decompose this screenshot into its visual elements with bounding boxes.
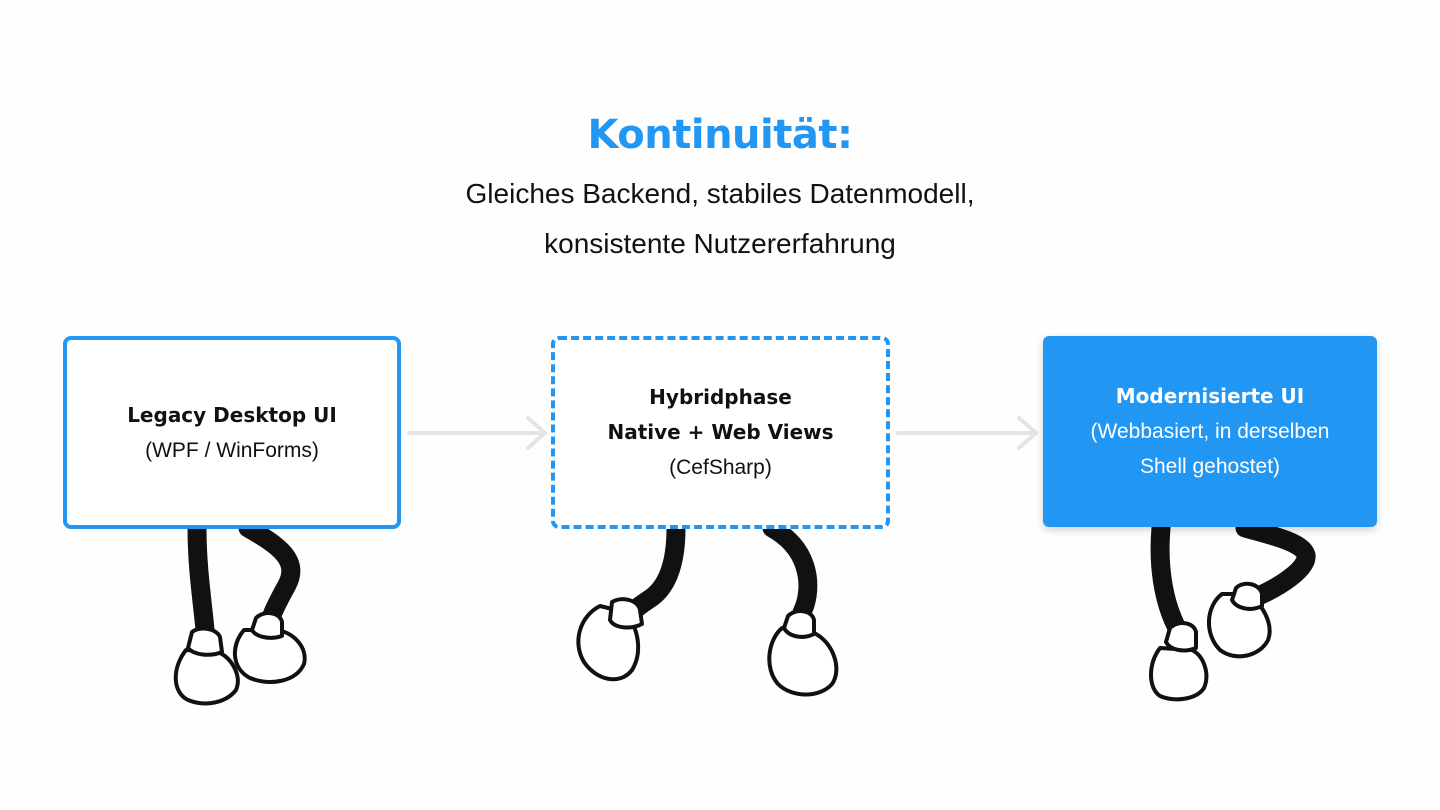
shoe-3a <box>1149 646 1209 702</box>
shoe-1a <box>173 648 240 706</box>
subtitle-line-2: konsistente Nutzererfahrung <box>544 228 896 259</box>
stage-detail-line-2: Shell gehostet) <box>1139 455 1281 478</box>
stage-detail: (WPF / WinForms) <box>145 438 319 462</box>
stage-detail: (CefSharp) <box>669 456 772 479</box>
shoe-2b <box>767 626 839 697</box>
arrow-right-icon <box>407 416 547 450</box>
stage-subtitle: Native + Web Views <box>607 420 834 444</box>
stage-title: Modernisierte UI <box>1115 384 1305 408</box>
stage-title: Legacy Desktop UI <box>127 402 337 427</box>
stage-hybrid-phase: Hybridphase Native + Web Views (CefSharp… <box>551 336 890 529</box>
stage-title: Hybridphase <box>649 385 792 409</box>
cuff-3b <box>1230 581 1264 611</box>
subtitle-line-1: Gleiches Backend, stabiles Datenmodell, <box>465 178 975 209</box>
shoe-1b <box>232 628 307 684</box>
stage-modernized-ui: Modernisierte UI (Webbasiert, in derselb… <box>1043 336 1377 527</box>
cuff-1b <box>250 611 284 640</box>
leg-left-3 <box>1150 518 1188 640</box>
diagram-title: Kontinuität: <box>587 112 853 158</box>
leg-left-1 <box>187 518 216 650</box>
leg-right-3 <box>1235 518 1316 608</box>
cuff-2a <box>608 597 644 630</box>
stage-detail-line-1: (Webbasiert, in derselben <box>1090 420 1330 443</box>
cuff-3a <box>1164 621 1198 653</box>
stage-legacy-desktop-ui: Legacy Desktop UI (WPF / WinForms) <box>63 336 401 529</box>
cuff-1a <box>186 626 224 657</box>
cuff-2b <box>782 609 816 639</box>
arrow-right-icon <box>896 416 1038 450</box>
